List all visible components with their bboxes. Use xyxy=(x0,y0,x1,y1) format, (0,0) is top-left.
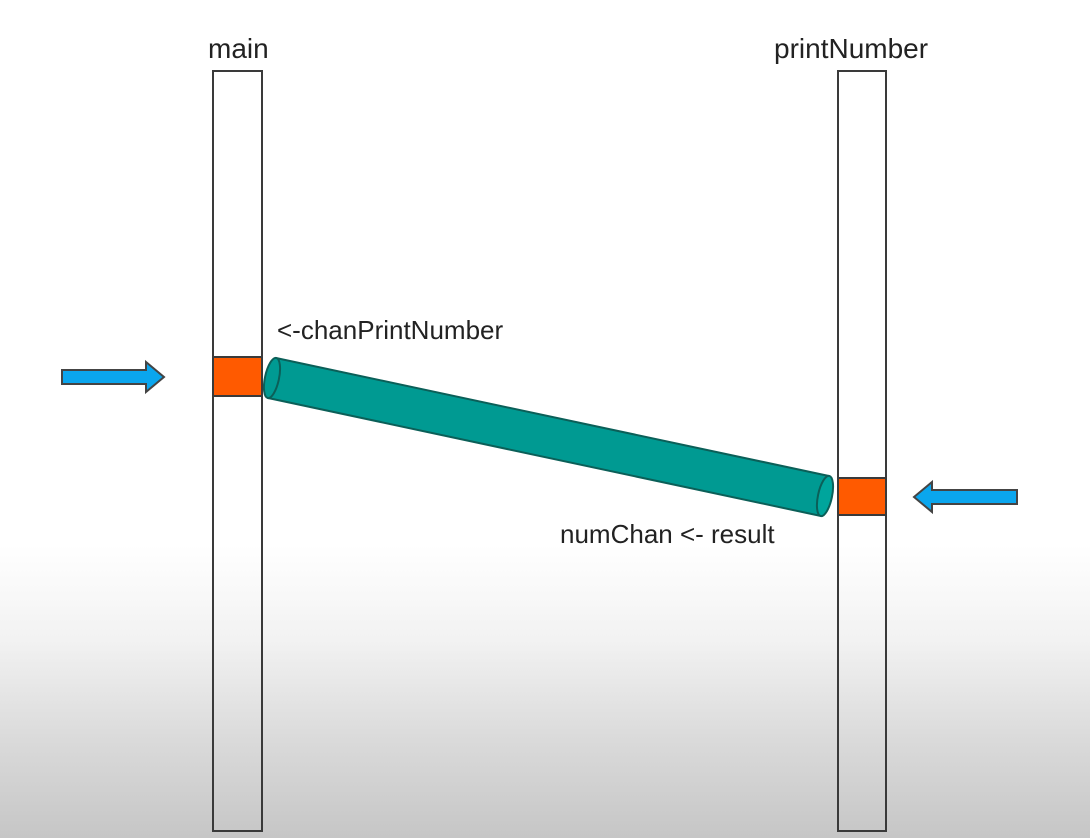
main-lifeline xyxy=(212,70,263,832)
main-receive-block xyxy=(212,356,263,397)
left-arrow-icon xyxy=(912,479,1018,515)
main-lane-title: main xyxy=(208,33,269,64)
receive-operation-label: <-chanPrintNumber xyxy=(277,315,504,345)
send-operation-label: numChan <- result xyxy=(560,519,775,549)
printnumber-send-block xyxy=(837,477,887,516)
printnumber-lane-title: printNumber xyxy=(774,33,929,64)
channel-tube xyxy=(262,356,835,518)
printnumber-lifeline xyxy=(837,70,887,832)
right-arrow-icon xyxy=(61,359,166,395)
